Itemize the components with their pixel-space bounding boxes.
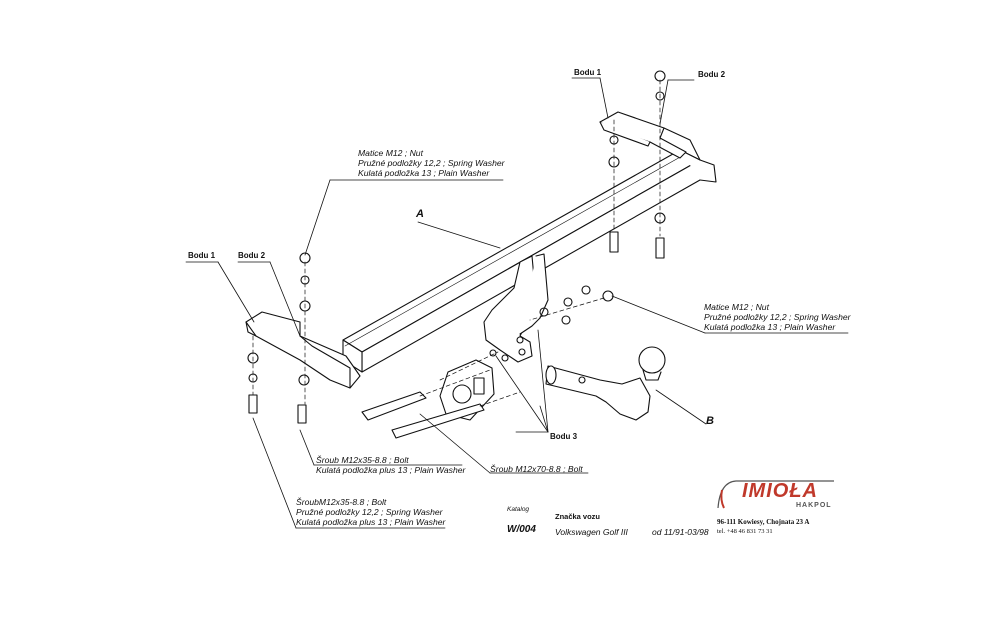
callout-line: Pružné podložky 12,2 ; Spring Washer [296, 507, 443, 518]
katalog-value: W/004 [507, 524, 536, 535]
brand-name: IMIOŁA [742, 480, 818, 502]
leader-lines [185, 77, 849, 529]
brand-address: 96-111 Kowiesy, Chojnata 23 A [717, 518, 810, 526]
right-bracket [599, 111, 701, 161]
top-nut-callout: Matice M12 ; Nut Pružné podložky 12,2 ; … [358, 148, 505, 179]
part-a-label: A [416, 208, 424, 220]
bolt-70-callout: Šroub M12x70-8.8 ; Bolt [490, 464, 583, 474]
callout-line: Šroub M12x35-8.8 ; Bolt [316, 455, 409, 465]
right-nut-callout: Matice M12 ; Nut Pružné podložky 12,2 ; … [704, 302, 851, 333]
brand-logo-frame [717, 480, 834, 509]
brand-phone: tel. +48 46 831 73 31 [717, 528, 773, 535]
fasteners [247, 70, 666, 439]
bodu-2-label-right: Bodu 2 [698, 70, 726, 79]
bodu-1-label-right: Bodu 1 [574, 68, 602, 77]
bolt-35-lower-callout: ŠroubM12x35-8.8 ; Bolt Pružné podložky 1… [296, 497, 445, 528]
receiver-plate [483, 253, 549, 363]
part-b-label: B [706, 415, 714, 427]
callout-line: Kulatá podložka plus 13 ; Plain Washer [316, 465, 466, 476]
assembly-lines [252, 79, 661, 407]
callout-line: Matice M12 ; Nut [704, 302, 769, 312]
left-bracket [245, 311, 361, 389]
callout-line: Matice M12 ; Nut [358, 148, 423, 158]
callout-line: ŠroubM12x35-8.8 ; Bolt [296, 497, 387, 507]
callout-line: Kulatá podložka 13 ; Plain Washer [704, 322, 836, 333]
znacka-label: Značka vozu [555, 512, 601, 521]
bodu-1-label-left: Bodu 1 [188, 251, 216, 260]
callout-line: Pružné podložky 12,2 ; Spring Washer [704, 312, 851, 323]
callout-line: Pružné podložky 12,2 ; Spring Washer [358, 158, 505, 169]
brand-sub: HAKPOL [796, 502, 832, 509]
callout-line: Kulatá podložka 13 ; Plain Washer [358, 168, 490, 179]
bodu-3-label: Bodu 3 [550, 432, 578, 441]
vehicle-name: Volkswagen Golf III [555, 527, 628, 537]
bodu-2-label-left: Bodu 2 [238, 251, 266, 260]
bolt-35-upper-callout: Šroub M12x35-8.8 ; Bolt Kulatá podložka … [316, 455, 465, 475]
vehicle-years: od 11/91-03/98 [652, 527, 709, 537]
callout-line: Kulatá podložka plus 13 ; Plain Washer [296, 517, 446, 528]
katalog-label: Katalog [507, 506, 530, 513]
tow-ball [545, 346, 666, 421]
